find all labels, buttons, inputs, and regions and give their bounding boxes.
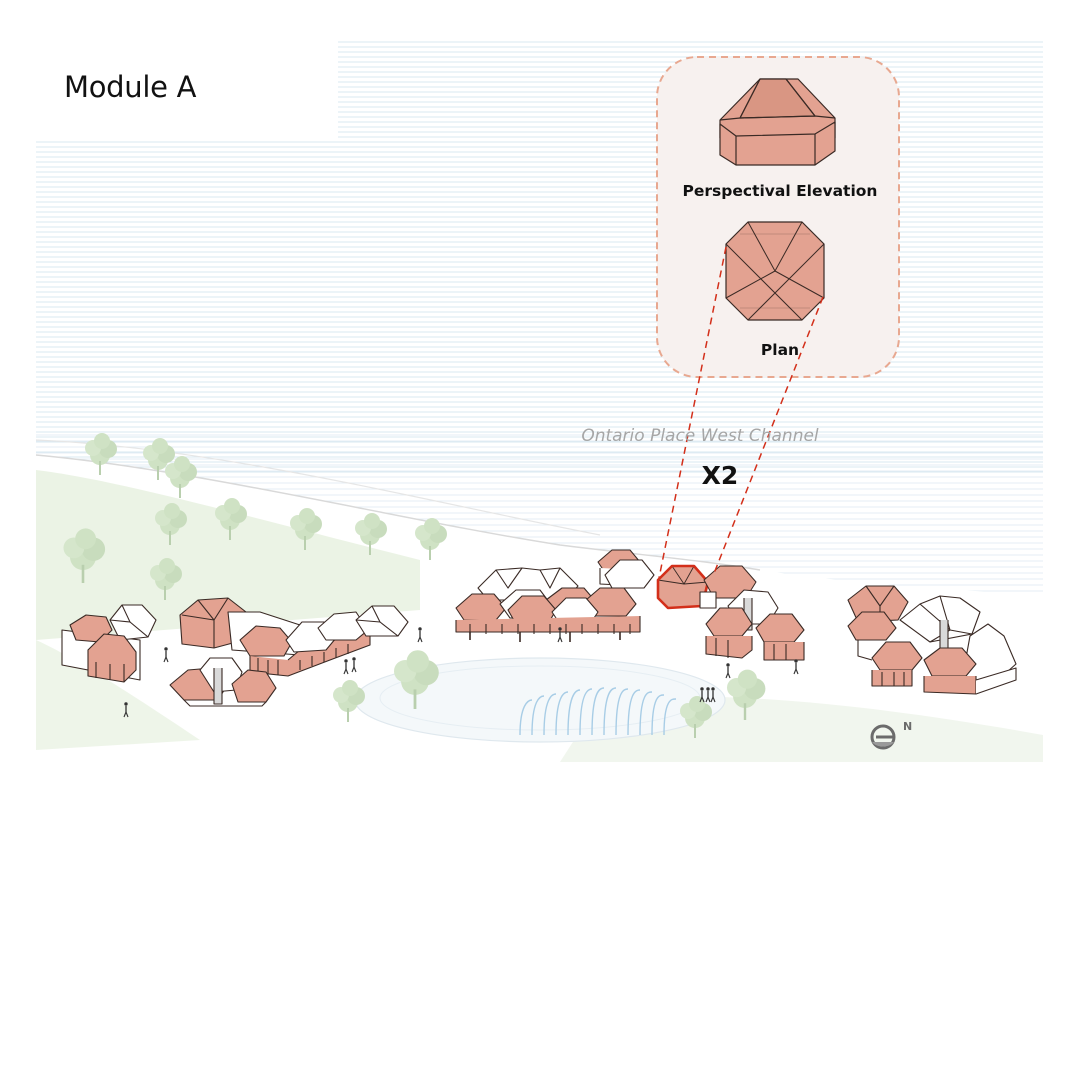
building-cluster-1 <box>61 604 157 683</box>
title-block <box>36 38 338 140</box>
building-cluster-5 <box>847 585 1017 695</box>
multiplier-label: X2 <box>701 461 739 490</box>
module-a-highlight <box>656 564 757 610</box>
plan-label: Plan <box>760 341 800 359</box>
north-arrow-icon <box>870 724 896 750</box>
building-cluster-2 <box>169 597 409 707</box>
elevation-drawing <box>719 78 836 166</box>
leader-lines <box>658 246 824 579</box>
channel-label: Ontario Place West Channel <box>581 426 819 446</box>
building-cluster-3 <box>455 549 655 642</box>
detail-inset <box>656 56 900 378</box>
plan-drawing <box>725 221 825 321</box>
north-label: N <box>903 720 913 733</box>
building-cluster-4 <box>699 589 805 661</box>
module-title: Module A <box>64 70 197 104</box>
fountain-jets <box>519 687 677 736</box>
elevation-label: Perspectival Elevation <box>682 182 878 200</box>
